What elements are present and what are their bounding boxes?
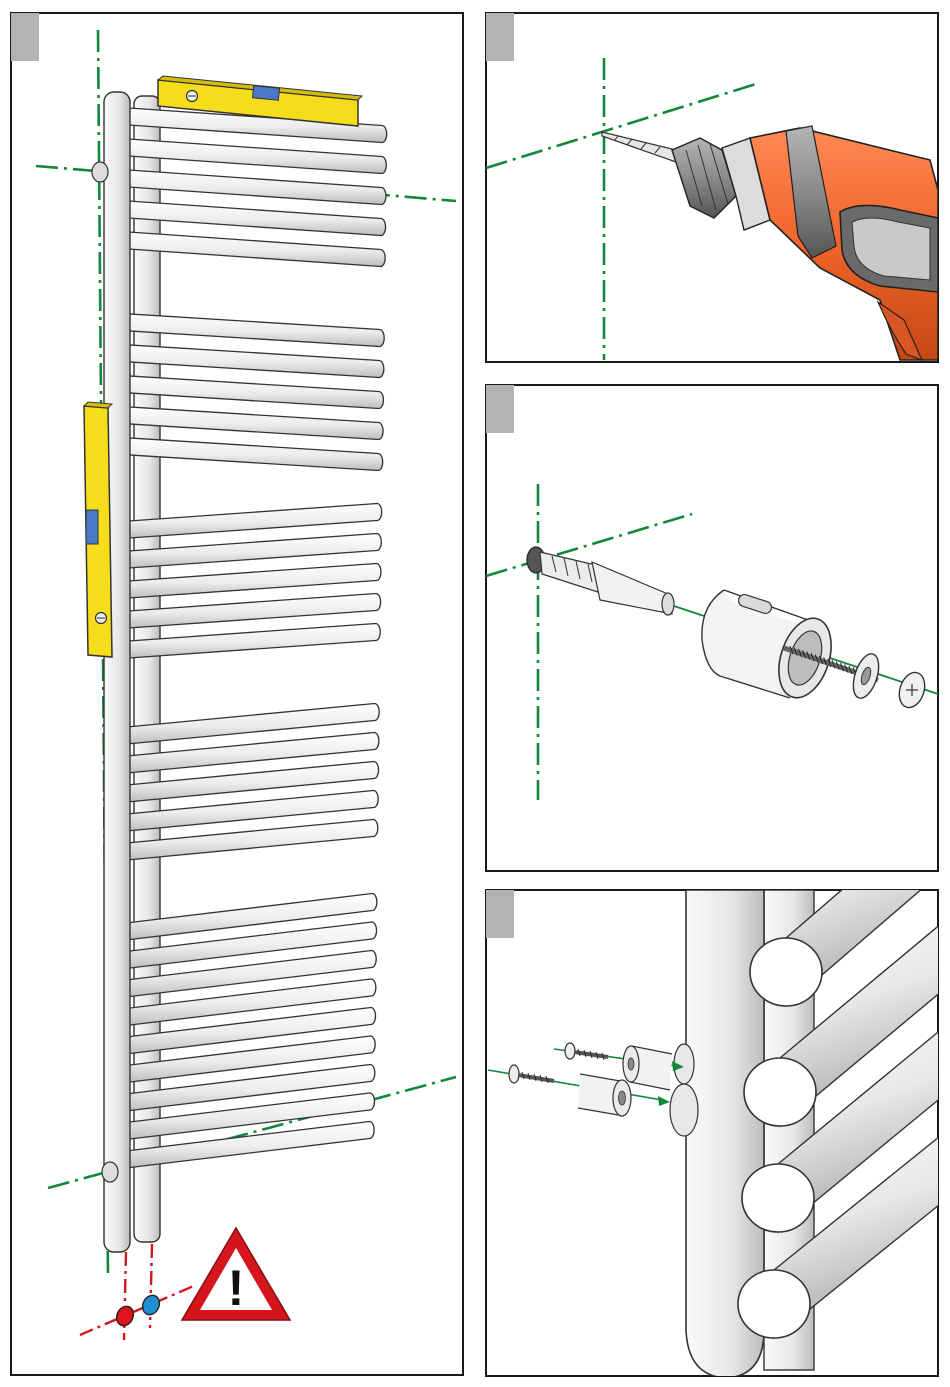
bracket-boss-bottom (670, 1084, 698, 1136)
step-tab-1 (11, 13, 39, 61)
panel-3 (486, 385, 938, 871)
panel-2 (486, 13, 938, 362)
spacer-icon (578, 1074, 631, 1116)
radiator-tube-end (744, 1058, 816, 1126)
radiator-tube-end (738, 1270, 810, 1338)
radiator-front-bar (104, 92, 130, 1252)
spirit-level-icon (84, 402, 112, 657)
radiator-tube-end (750, 938, 822, 1006)
top-wall-bracket (92, 162, 108, 182)
step-tab-4 (486, 890, 514, 938)
step-tab-2 (486, 13, 514, 61)
panel-4 (486, 788, 950, 1378)
warning-symbol: ! (228, 1260, 245, 1316)
bottom-wall-bracket (102, 1162, 118, 1182)
panel-1: ! (11, 13, 463, 1375)
step-tab-3 (486, 385, 514, 433)
radiator-tube-end (742, 1164, 814, 1232)
